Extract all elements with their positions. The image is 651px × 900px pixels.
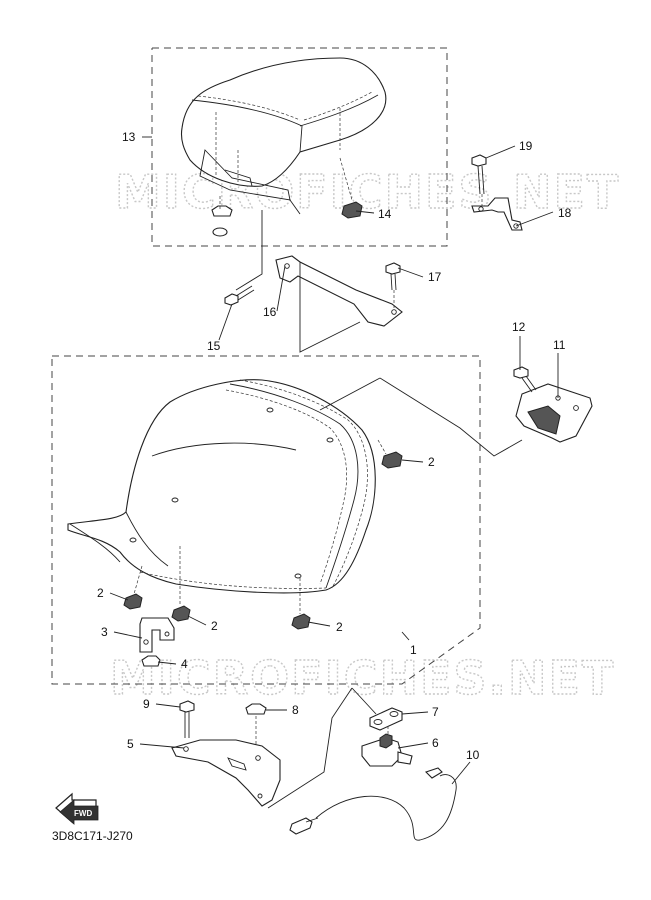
bolt-15 [224, 285, 255, 306]
seat-lock-6 [361, 726, 413, 767]
nut-4 [141, 655, 161, 667]
damper-2 [377, 439, 403, 469]
callout-8: 8 [292, 703, 299, 717]
damper-2 [291, 578, 311, 630]
bolt-12 [513, 366, 537, 393]
group-box-13 [151, 47, 448, 247]
callout-18: 18 [558, 206, 572, 220]
bolt-9 [179, 700, 195, 738]
main-seat-group [51, 355, 481, 685]
passenger-seat-group [151, 47, 448, 247]
connector-line [319, 377, 381, 411]
callout-1: 1 [410, 643, 417, 657]
cable-10 [289, 767, 457, 841]
stay-18 [471, 197, 523, 231]
passenger-seat [180, 57, 387, 201]
damper-14 [339, 157, 363, 219]
connector-line [235, 210, 263, 291]
callout-2: 2 [97, 586, 104, 600]
callout-19: 19 [519, 139, 533, 153]
connector-line [267, 687, 353, 809]
damper-2 [171, 546, 191, 622]
fwd-label: FWD [74, 809, 92, 818]
callout-13: 13 [122, 130, 136, 144]
bolt-17 [385, 262, 401, 308]
callout-6: 6 [432, 736, 439, 750]
callout-3: 3 [101, 625, 108, 639]
callout-2: 2 [211, 619, 218, 633]
connector-line [351, 687, 377, 715]
callout-16: 16 [263, 305, 277, 319]
watermark-bottom: MICROFICHES.NET [110, 651, 615, 705]
damper-2 [123, 565, 143, 610]
plate-5 [171, 739, 281, 807]
callout-5: 5 [127, 737, 134, 751]
callout-12: 12 [512, 320, 526, 334]
callout-2: 2 [336, 620, 343, 634]
fwd-arrow-icon: FWD [55, 792, 99, 825]
bracket-16 [275, 255, 403, 327]
group-box-1 [51, 355, 481, 685]
callout-15: 15 [207, 339, 221, 353]
callout-14: 14 [378, 207, 392, 221]
callout-9: 9 [143, 697, 150, 711]
callout-4: 4 [181, 657, 188, 671]
watermark-top: MICROFICHES.NET [115, 165, 620, 219]
connector-line [289, 199, 301, 215]
connector-line [379, 377, 523, 457]
callout-10: 10 [466, 748, 480, 762]
callout-2: 2 [428, 455, 435, 469]
bracket-11 [515, 383, 593, 443]
main-seat [67, 379, 376, 594]
diagram-code: 3D8C171-J270 [52, 829, 133, 843]
callout-11: 11 [553, 338, 566, 352]
bracket-3 [139, 617, 175, 653]
callout-17: 17 [428, 270, 442, 284]
callout-7: 7 [432, 705, 439, 719]
connector-line [299, 262, 361, 353]
plate-7 [369, 707, 403, 731]
bolt-19 [471, 154, 487, 206]
nut-8 [245, 703, 267, 750]
callout-leaders [109, 136, 559, 785]
passenger-seat-fastener [211, 196, 233, 237]
